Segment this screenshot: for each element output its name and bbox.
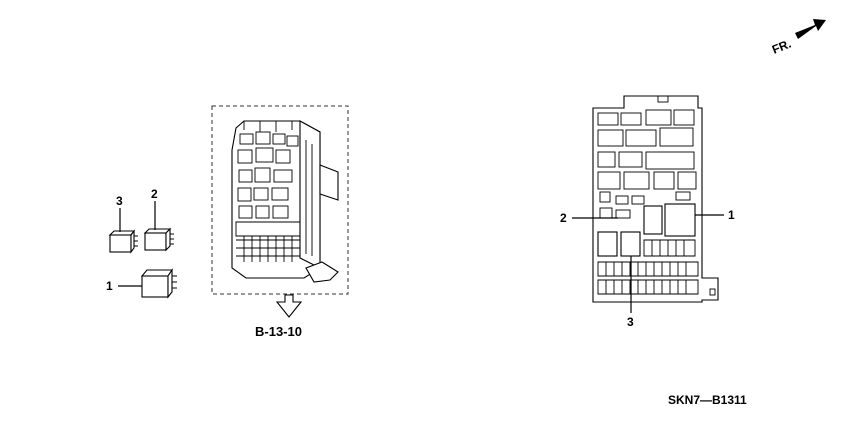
callout-relay-3: 3 [116,194,123,208]
fuse-box-face [592,95,719,303]
assembly-frame [211,105,349,295]
reference-label: B-13-10 [255,324,302,339]
front-arrow-icon [795,19,826,39]
relay-3 [108,229,138,254]
relay-2 [143,227,174,252]
callout-relay-1: 1 [106,279,113,293]
front-direction-indicator: FR. [770,19,826,57]
fuse-box-assembly [231,120,339,283]
callout-box-3: 3 [627,315,634,329]
callout-relay-2: 2 [151,187,158,201]
relay-1 [140,268,177,299]
front-label: FR. [770,37,793,57]
fuse-box-callouts: 1 2 3 [560,208,735,329]
callout-box-2: 2 [560,211,567,225]
drawing-code: SKN7—B1311 [668,393,747,407]
relay-callouts: 3 2 1 [106,187,158,293]
reference-pointer: B-13-10 [255,294,303,339]
callout-box-1: 1 [728,208,735,222]
down-arrow-icon [275,294,303,318]
